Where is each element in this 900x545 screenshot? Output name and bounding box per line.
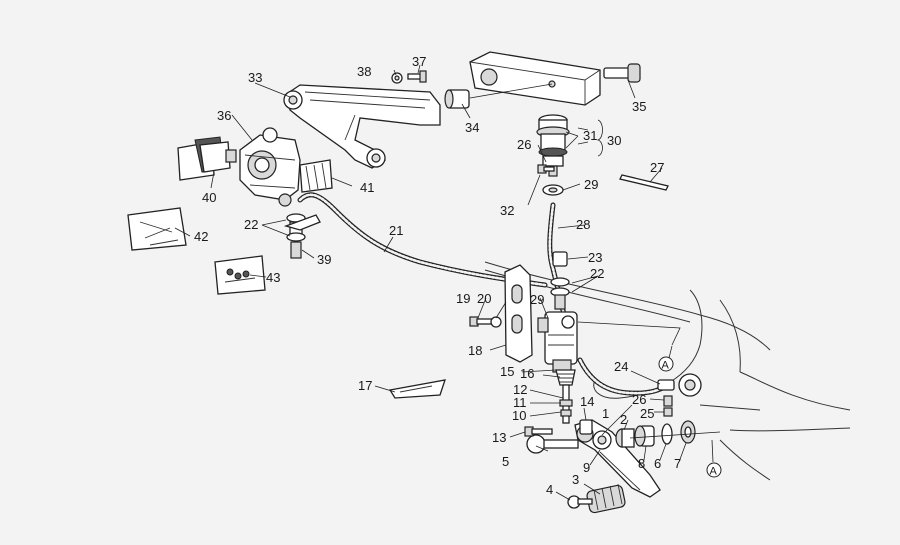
- screw-4: [567, 495, 593, 509]
- callout-30: 30: [607, 133, 621, 148]
- grommet: [678, 373, 702, 397]
- screw-37: [407, 70, 427, 83]
- hose-clamp-29: [542, 184, 564, 196]
- pivot-bolt-5: [526, 434, 579, 454]
- dust-boot-15: [555, 369, 576, 386]
- callout-1: 1: [602, 406, 609, 421]
- callout-6: 6: [654, 456, 661, 471]
- callout-14: 14: [580, 394, 594, 409]
- brake-switch-24: [657, 379, 675, 417]
- heel-plate-18: [504, 264, 533, 363]
- callout-38: 38: [357, 64, 371, 79]
- bracket-30: [596, 119, 603, 157]
- pad-shield-41: [299, 159, 333, 193]
- callout-8: 8: [638, 456, 645, 471]
- callout-35: 35: [632, 99, 646, 114]
- callout-26-reservoir: 26: [517, 137, 531, 152]
- callout-34: 34: [465, 120, 479, 135]
- callout-12: 12: [513, 382, 527, 397]
- callout-24: 24: [614, 359, 628, 374]
- callout-5: 5: [502, 454, 509, 469]
- callout-3: 3: [572, 472, 579, 487]
- callout-22-caliper: 22: [244, 217, 258, 232]
- callout-13: 13: [492, 430, 506, 445]
- callout-2: 2: [620, 412, 627, 427]
- callout-32: 32: [500, 203, 514, 218]
- screw-13: [524, 426, 553, 437]
- callout-22-master: 22: [590, 266, 604, 281]
- master-cylinder: [537, 311, 681, 373]
- callout-31: 31: [583, 128, 597, 143]
- pivot-axis-line: [629, 431, 721, 439]
- callout-26-switch: 26: [632, 392, 646, 407]
- washer-20: [490, 316, 502, 328]
- callout-37: 37: [412, 54, 426, 69]
- brake-pads-40: [177, 136, 237, 181]
- screw-19: [469, 316, 494, 327]
- washer-7: [680, 420, 696, 444]
- callout-40: 40: [202, 190, 216, 205]
- plate-17: [388, 379, 446, 399]
- caliper-bracket-33: [283, 84, 441, 169]
- callout-9: 9: [583, 460, 590, 475]
- callout-11: 11: [513, 395, 527, 410]
- callout-20: 20: [477, 291, 491, 306]
- marker-a-lower: A: [706, 462, 722, 478]
- callout-10: 10: [512, 408, 526, 423]
- bolt-35: [603, 63, 641, 83]
- marker-a-upper: A: [658, 356, 674, 372]
- callout-15: 15: [500, 364, 514, 379]
- brake-hose-21: [297, 192, 548, 288]
- push-rod-12: [559, 384, 573, 424]
- callout-36: 36: [217, 108, 231, 123]
- bracket-31: [577, 127, 589, 145]
- callout-39: 39: [317, 252, 331, 267]
- repair-kit-42: [127, 207, 187, 251]
- callout-23: 23: [588, 250, 602, 265]
- banjo-bolt-39: [283, 213, 321, 259]
- callout-18: 18: [468, 343, 482, 358]
- callout-41: 41: [360, 180, 374, 195]
- nut-14: [579, 419, 593, 435]
- washer-38: [391, 72, 403, 84]
- callout-29-mid: 29: [530, 292, 544, 307]
- repair-kit-43: [214, 255, 266, 295]
- hose-fitting-23: [550, 251, 570, 310]
- callout-25: 25: [640, 406, 654, 421]
- callout-28: 28: [576, 217, 590, 232]
- washer-6: [661, 423, 673, 445]
- callout-27: 27: [650, 160, 664, 175]
- marker-a-upper-label: A: [662, 360, 670, 372]
- pin-27: [619, 174, 669, 191]
- callout-29-top: 29: [584, 177, 598, 192]
- callout-19: 19: [456, 291, 470, 306]
- assembly-line-34: [469, 83, 553, 99]
- callout-42: 42: [194, 229, 208, 244]
- reservoir-screw-32: [537, 164, 555, 174]
- marker-a-lower-label: A: [710, 466, 718, 478]
- leader-lines: [174, 64, 714, 501]
- bush-8: [634, 425, 655, 447]
- callout-33: 33: [248, 70, 262, 85]
- callout-21: 21: [389, 223, 403, 238]
- callout-16: 16: [520, 366, 534, 381]
- callout-7: 7: [674, 456, 681, 471]
- brake-caliper-36: [239, 127, 301, 207]
- rubber-bush-34: [444, 89, 470, 109]
- callout-labels: 1 2 3 4 5 6 7 8 9 10 11 12 13 14 15 16 1…: [194, 54, 681, 497]
- callout-4: 4: [546, 482, 553, 497]
- callout-17: 17: [358, 378, 372, 393]
- callout-43: 43: [266, 270, 280, 285]
- support-arm: [469, 51, 601, 106]
